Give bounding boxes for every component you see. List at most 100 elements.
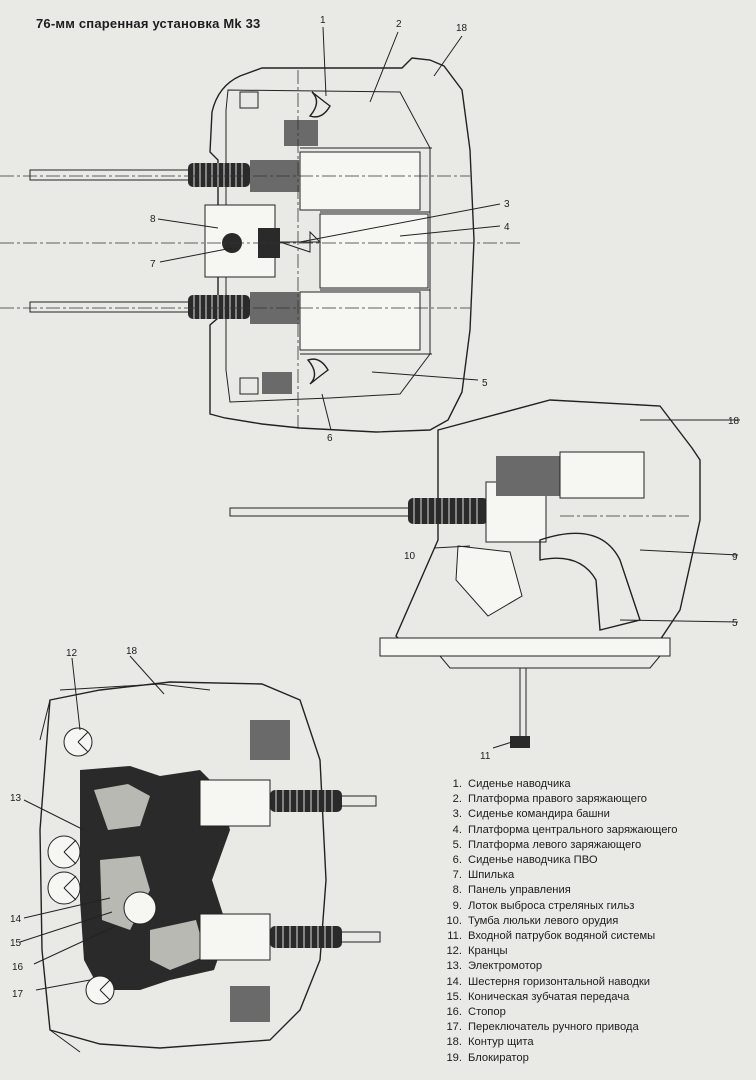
legend-item-number: 8. (452, 884, 462, 897)
callout-side-10: 10 (404, 551, 416, 562)
bottom-shield-outline (39, 681, 327, 1049)
legend-item-text: Панель управления (468, 884, 571, 897)
callout-top-7: 7 (150, 259, 156, 270)
legend-item: 1. Сиденье наводчика (444, 777, 677, 792)
legend-item: 15.Коническая зубчатая передача (444, 990, 677, 1005)
top-hatch-left (239, 377, 259, 395)
legend-item-number: 15. (446, 990, 462, 1003)
legend-item-text: Шпилька (468, 869, 515, 882)
legend-item-text: Платформа правого заряжающего (468, 793, 648, 806)
top-view-drawing (0, 26, 520, 433)
legend-item: 4.Платформа центрального заряжающего (444, 823, 678, 838)
callout-bottom-16: 16 (12, 962, 24, 973)
top-commander-seat (279, 230, 322, 253)
bottom-view-drawing (19, 655, 381, 1053)
top-right-gun-barrel (29, 169, 191, 181)
callout-top-18: 18 (456, 23, 468, 34)
legend-item-number: 6. (452, 854, 462, 867)
legend-item-number: 18. (446, 1036, 462, 1049)
legend-item-text: Сиденье командира башни (468, 808, 610, 821)
side-recoil-spring (408, 498, 488, 524)
legend-item-number: 11. (447, 930, 462, 943)
legend-item: 10.Тумба люльки левого орудия (444, 914, 677, 929)
side-callout-leaders (433, 419, 740, 749)
legend-item-number: 13. (446, 960, 462, 973)
bottom-right-breech (199, 779, 271, 827)
legend-item: 11.Входной патрубок водяной системы (444, 929, 677, 944)
bottom-left-recoil-spring (270, 926, 342, 948)
legend-item-number: 3. (452, 808, 462, 821)
bottom-right-recoil-spring (270, 790, 342, 812)
bottom-right-gun-muzzle (339, 795, 377, 807)
side-view-drawing (229, 399, 740, 749)
top-hatch-right (239, 91, 259, 109)
legend-item: 5.Платформа левого заряжающего (444, 838, 677, 853)
top-control-panel (258, 228, 280, 258)
callout-top-6: 6 (327, 433, 333, 444)
legend-item-text: Лоток выброса стреляных гильз (468, 899, 635, 912)
legend-item-text: Переключатель ручного привода (468, 1021, 639, 1034)
side-motor (496, 456, 562, 496)
side-shield-outline (395, 399, 701, 641)
legend-item: 12. Кранцы (444, 944, 677, 959)
callout-labels: 1 2 18 8 3 4 7 5 6 18 10 9 5 11 12 18 13… (10, 15, 740, 1000)
bottom-upper-mechanism (250, 720, 290, 760)
legend-item: 3. Сиденье командира башни (444, 807, 677, 822)
legend-item-text: Кранцы (468, 945, 508, 958)
top-left-recoil-spring (188, 295, 250, 319)
legend-item-number: 7. (452, 869, 462, 882)
legend-item: 13. Электромотор (444, 959, 677, 974)
bottom-callout-leaders (19, 655, 165, 991)
legend-item-text: Тумба люльки левого орудия (468, 914, 619, 927)
callout-bottom-14: 14 (10, 914, 22, 925)
side-base-race (438, 655, 662, 669)
legend-item-number: 1. (452, 778, 462, 790)
legend-item: 8. Панель управления (444, 883, 677, 898)
legend-item-number: 16. (446, 1006, 462, 1019)
gunner-seat (308, 91, 331, 118)
legend-item-text: Сиденье наводчика (468, 778, 571, 790)
side-water-inlet (510, 736, 530, 748)
bottom-lower-mechanism (230, 986, 270, 1022)
diagram-title: 76-мм спаренная установка Mk 33 (36, 16, 261, 31)
legend-item: 19. Блокиратор (444, 1051, 677, 1066)
parts-legend: 1. Сиденье наводчика 2. Платформа правого з… (444, 777, 677, 1066)
legend-item-text: Блокиратор (468, 1051, 529, 1064)
legend-item-number: 19. (446, 1051, 462, 1064)
top-left-gun-barrel (29, 301, 191, 313)
legend-item: 14.Шестерня горизонтальной наводки (444, 975, 677, 990)
callout-bottom-18: 18 (126, 646, 138, 657)
top-center-lines (0, 70, 520, 430)
legend-item-number: 9. (452, 899, 462, 912)
legend-item-number: 17. (446, 1021, 462, 1034)
legend-item: 7. Шпилька (444, 868, 677, 883)
legend-item-text: Сиденье наводчика ПВО (468, 854, 598, 867)
bottom-left-gun-muzzle (339, 931, 381, 943)
side-water-pipe (519, 668, 527, 748)
legend-item: 16.Стопор (444, 1005, 677, 1020)
legend-item: 6. Сиденье наводчика ПВО (444, 853, 677, 868)
callout-side-5: 5 (732, 618, 738, 629)
center-loader-platform (319, 213, 429, 289)
legend-item-number: 12. (446, 945, 462, 958)
side-cradle-pedestal (455, 545, 523, 617)
callout-top-1: 1 (320, 15, 326, 26)
top-sight-box-left (262, 372, 292, 394)
legend-item: 18.Контур щита (444, 1035, 677, 1050)
ready-rack-marks (63, 731, 111, 1001)
legend-item: 17. Переключатель ручного привода (444, 1020, 677, 1035)
side-gun-barrel (229, 507, 411, 517)
side-ejection-chute (539, 532, 641, 631)
legend-item-text: Электромотор (468, 960, 543, 973)
top-shield-outline (209, 57, 475, 433)
callout-top-2: 2 (396, 19, 402, 30)
callout-side-9: 9 (732, 552, 738, 563)
legend-item: 9. Лоток выброса стреляных гильз (444, 899, 677, 914)
legend-item-number: 14. (446, 975, 462, 988)
bottom-shield-edge (39, 683, 211, 1053)
legend-item-number: 2. (452, 793, 462, 806)
legend-item-text: Платформа центрального заряжающего (468, 823, 678, 836)
callout-top-5: 5 (482, 378, 488, 389)
